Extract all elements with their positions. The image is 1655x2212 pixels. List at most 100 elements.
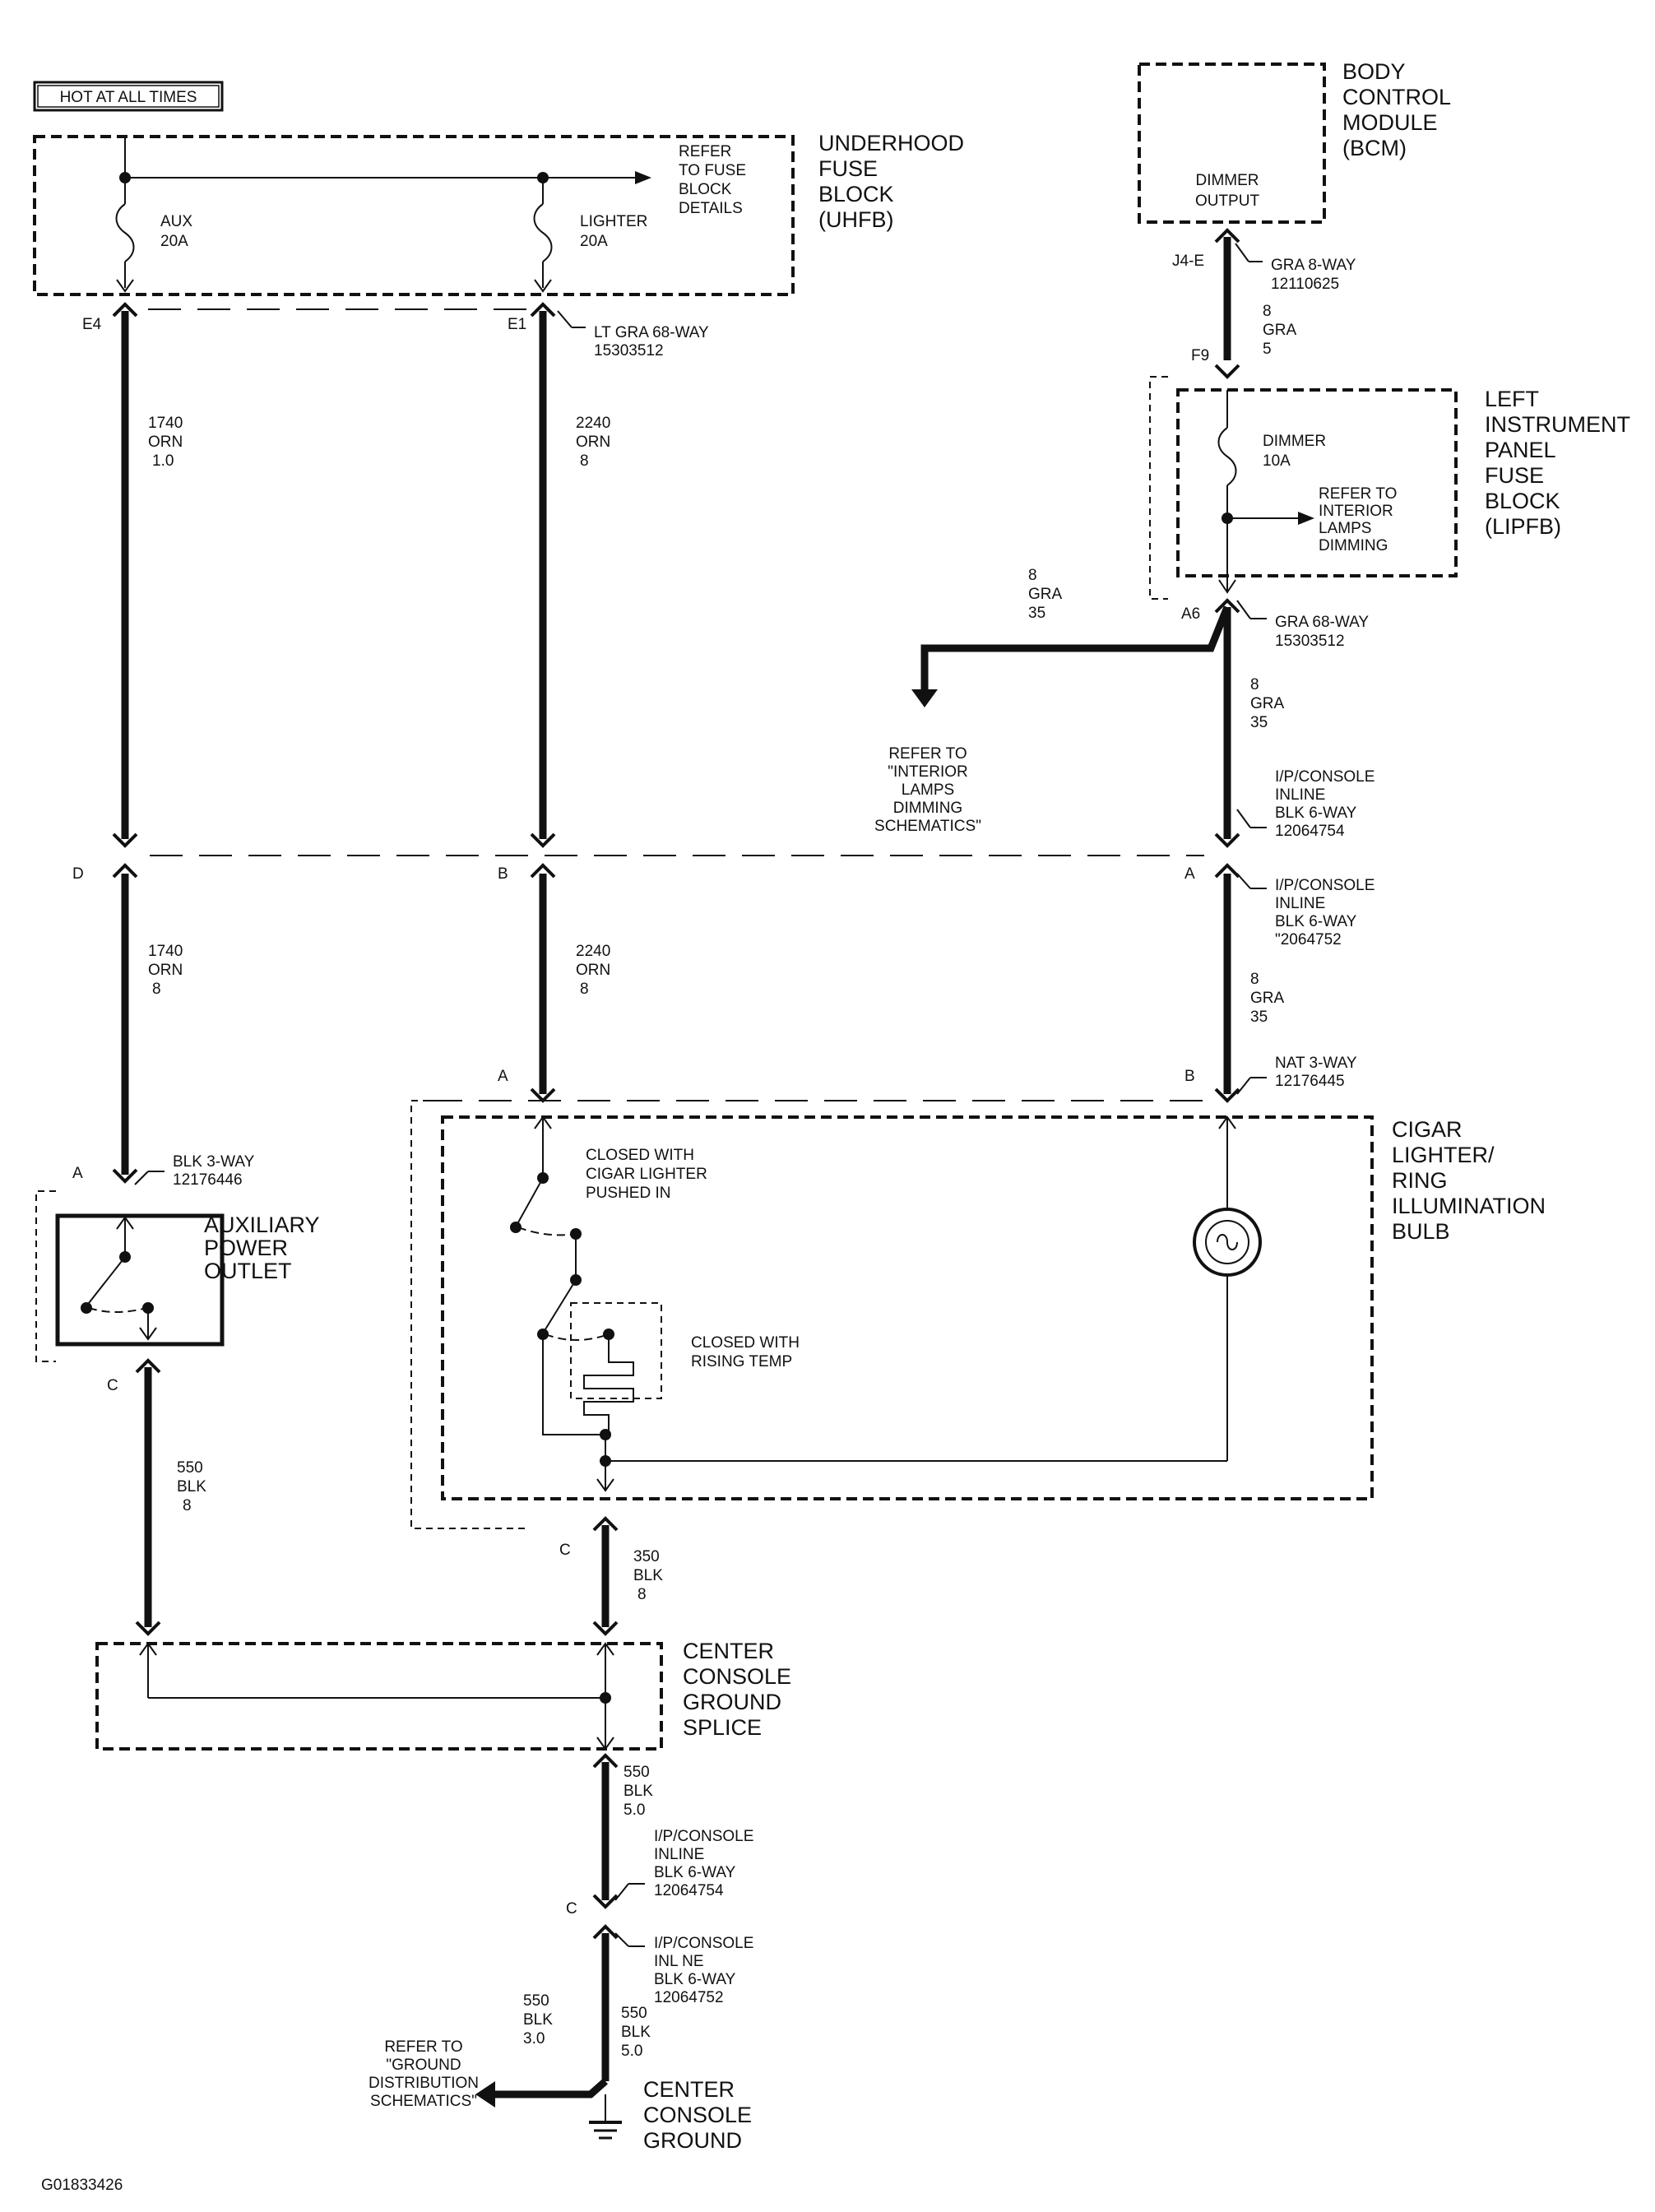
svg-text:8: 8 xyxy=(1028,567,1037,584)
svg-text:A: A xyxy=(1184,865,1195,883)
svg-text:GRA 68-WAY: GRA 68-WAY xyxy=(1275,614,1369,631)
svg-text:550: 550 xyxy=(624,1764,650,1781)
svg-text:MODULE: MODULE xyxy=(1342,110,1438,135)
svg-text:PANEL: PANEL xyxy=(1485,438,1556,462)
svg-text:12064754: 12064754 xyxy=(654,1882,724,1899)
svg-text:E4: E4 xyxy=(82,316,102,333)
svg-text:550: 550 xyxy=(177,1459,203,1477)
ground-ref-arrow xyxy=(475,2081,495,2108)
center-console-ground: CENTER CONSOLE GROUND REFER TO "GROUND D… xyxy=(369,2038,752,2153)
svg-text:I/P/CONSOLE: I/P/CONSOLE xyxy=(654,1828,753,1845)
cigar-lighter: A B C NAT 3-WAY 12176445 xyxy=(410,1055,1546,1559)
left-ip-fuse-block: DIMMER 10A REFER TO INTERIOR LAMPS DIMMI… xyxy=(1028,347,1630,731)
svg-text:1.0: 1.0 xyxy=(152,452,174,470)
svg-text:15303512: 15303512 xyxy=(1275,633,1345,650)
svg-text:"2064752: "2064752 xyxy=(1275,931,1342,948)
svg-text:C: C xyxy=(559,1542,571,1559)
switch-pushed-label: CLOSED WITH xyxy=(586,1147,694,1164)
uhfb-refer-note: REFER xyxy=(679,143,731,160)
svg-text:BLK: BLK xyxy=(624,1783,653,1800)
svg-text:ORN: ORN xyxy=(148,962,183,979)
svg-text:ORN: ORN xyxy=(148,434,183,451)
lighter-fuse-label: LIGHTER xyxy=(580,213,647,230)
body-control-module: DIMMER OUTPUT BODY CONTROL MODULE (BCM) … xyxy=(1138,59,1451,358)
wire-labels-top: 1740 ORN 1.0 2240 ORN 8 xyxy=(148,415,610,470)
svg-text:20A: 20A xyxy=(160,233,188,250)
svg-text:2240: 2240 xyxy=(576,415,610,432)
svg-text:BLK 6-WAY: BLK 6-WAY xyxy=(654,1971,736,1988)
svg-text:CENTER: CENTER xyxy=(643,2077,735,2102)
svg-text:C: C xyxy=(107,1377,118,1394)
wire-labels-ground: 550 BLK 8 350 BLK 8 550 BLK 5.0 550 BLK … xyxy=(177,1459,663,2060)
svg-text:POWER: POWER xyxy=(204,1236,288,1260)
svg-text:AUXILIARY: AUXILIARY xyxy=(204,1213,320,1237)
svg-text:BLOCK: BLOCK xyxy=(1485,489,1560,513)
svg-text:8: 8 xyxy=(580,981,589,998)
svg-text:B: B xyxy=(1184,1068,1195,1085)
svg-text:8: 8 xyxy=(1263,303,1272,320)
svg-text:SCHEMATICS": SCHEMATICS" xyxy=(370,2093,477,2110)
svg-text:CONSOLE: CONSOLE xyxy=(643,2103,752,2127)
svg-text:OUTPUT: OUTPUT xyxy=(1195,192,1260,210)
svg-text:OUTLET: OUTLET xyxy=(204,1259,292,1283)
svg-text:8: 8 xyxy=(637,1586,647,1603)
svg-text:CONTROL: CONTROL xyxy=(1342,85,1451,109)
uhfb-title: UNDERHOOD FUSE BLOCK (UHFB) xyxy=(818,131,964,232)
svg-text:PUSHED IN: PUSHED IN xyxy=(586,1185,670,1202)
svg-text:(LIPFB): (LIPFB) xyxy=(1485,514,1561,539)
svg-text:15303512: 15303512 xyxy=(594,342,664,359)
svg-text:INLINE: INLINE xyxy=(1275,895,1325,912)
wire-labels-mid: 1740 ORN 8 2240 ORN 8 8 GRA 35 xyxy=(148,943,1285,1026)
svg-text:550: 550 xyxy=(621,2005,647,2022)
switch-temp-label: CLOSED WITH xyxy=(691,1334,800,1352)
svg-text:HOT AT ALL TIMES: HOT AT ALL TIMES xyxy=(60,89,197,106)
svg-text:BLK: BLK xyxy=(523,2011,553,2029)
connector-pin-symbols xyxy=(112,228,1240,1940)
svg-text:GROUND: GROUND xyxy=(643,2128,742,2153)
svg-text:LIGHTER/: LIGHTER/ xyxy=(1392,1143,1495,1167)
svg-text:UNDERHOOD: UNDERHOOD xyxy=(818,131,964,155)
svg-text:BULB: BULB xyxy=(1392,1219,1450,1244)
svg-text:RING: RING xyxy=(1392,1168,1448,1193)
hot-at-all-times-tag: HOT AT ALL TIMES xyxy=(33,81,224,112)
svg-text:DIMMING: DIMMING xyxy=(1319,537,1388,554)
svg-text:DIMMING: DIMMING xyxy=(893,800,962,817)
svg-text:CENTER: CENTER xyxy=(683,1639,774,1663)
center-console-ground-splice: CENTER CONSOLE GROUND SPLICE xyxy=(95,1639,791,1751)
svg-text:350: 350 xyxy=(633,1548,660,1565)
ground-refer-note: REFER TO xyxy=(384,2038,462,2056)
svg-text:3.0: 3.0 xyxy=(523,2030,545,2047)
svg-text:I/P/CONSOLE: I/P/CONSOLE xyxy=(1275,877,1375,894)
svg-text:12110625: 12110625 xyxy=(1271,276,1339,293)
svg-text:8: 8 xyxy=(152,981,161,998)
svg-text:FUSE: FUSE xyxy=(1485,463,1544,488)
svg-text:12064754: 12064754 xyxy=(1275,823,1345,840)
svg-text:A: A xyxy=(72,1165,83,1182)
figure-id: G01833426 xyxy=(41,2177,123,2194)
svg-text:550: 550 xyxy=(523,1992,549,2010)
aux-fuse-label: AUX xyxy=(160,213,192,230)
svg-text:F9: F9 xyxy=(1191,347,1209,364)
svg-text:GRA: GRA xyxy=(1028,586,1063,603)
svg-text:CONSOLE: CONSOLE xyxy=(683,1664,791,1689)
svg-text:1740: 1740 xyxy=(148,415,183,432)
svg-text:REFER TO: REFER TO xyxy=(888,745,967,763)
svg-text:A6: A6 xyxy=(1181,605,1200,623)
svg-text:D: D xyxy=(72,865,84,883)
svg-text:8: 8 xyxy=(1250,676,1259,693)
svg-text:12176446: 12176446 xyxy=(173,1171,243,1189)
svg-text:RISING TEMP: RISING TEMP xyxy=(691,1353,792,1370)
svg-text:INLINE: INLINE xyxy=(654,1846,704,1863)
svg-text:12176445: 12176445 xyxy=(1275,1073,1345,1090)
uhfb-connector: E4 E1 LT GRA 68-WAY 15303512 xyxy=(82,308,709,359)
svg-text:BLK 6-WAY: BLK 6-WAY xyxy=(654,1864,736,1881)
dimming-schematics-ref: REFER TO "INTERIOR LAMPS DIMMING SCHEMAT… xyxy=(874,689,981,835)
svg-text:CIGAR LIGHTER: CIGAR LIGHTER xyxy=(586,1166,707,1183)
auxiliary-power-outlet: A C BLK 3-WAY 12176446 AUXILIARY POWER O… xyxy=(35,1153,320,1394)
svg-text:I/P/CONSOLE: I/P/CONSOLE xyxy=(654,1935,753,1952)
svg-text:FUSE: FUSE xyxy=(818,156,878,181)
svg-text:GRA: GRA xyxy=(1250,990,1285,1007)
svg-text:BLK 6-WAY: BLK 6-WAY xyxy=(1275,805,1357,822)
svg-text:DISTRIBUTION: DISTRIBUTION xyxy=(369,2075,479,2092)
svg-text:CIGAR: CIGAR xyxy=(1392,1117,1463,1142)
